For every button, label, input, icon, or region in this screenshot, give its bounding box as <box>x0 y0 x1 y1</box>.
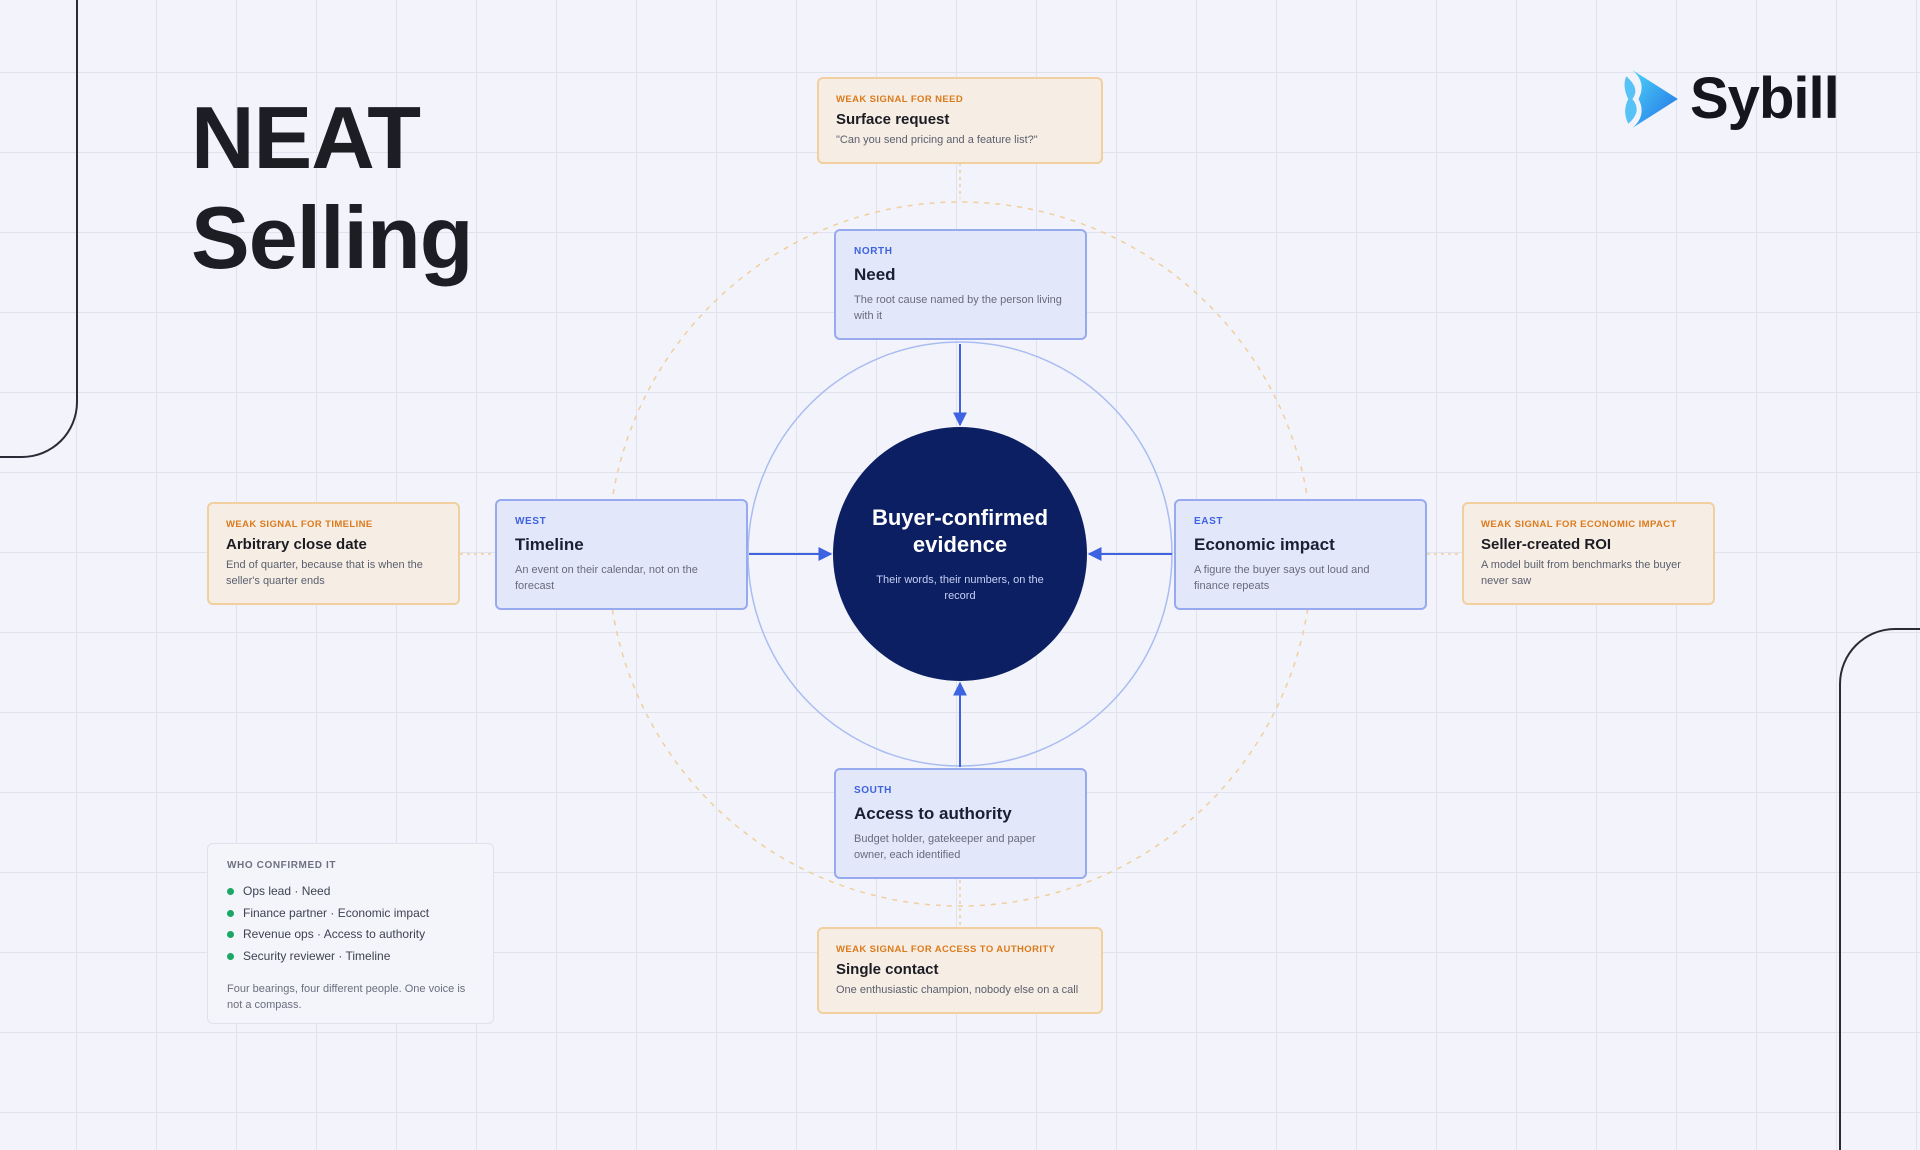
signal-description: A model built from benchmarks the buyer … <box>1481 559 1681 587</box>
node-title: Access to authority <box>854 804 1012 823</box>
node-eyebrow: NORTH <box>854 246 893 257</box>
signal-title: Single contact <box>836 961 939 978</box>
node-description: Budget holder, gatekeeper and paper owne… <box>854 833 1036 861</box>
center-buyer-evidence: Buyer-confirmed evidence Their words, th… <box>833 427 1087 681</box>
brand-logo: Sybill <box>1620 66 1840 131</box>
node-eyebrow: SOUTH <box>854 785 892 796</box>
node-south-access-to-authority: SOUTH Access to authority Budget holder,… <box>834 768 1087 879</box>
signal-description: One enthusiastic champion, nobody else o… <box>836 984 1079 996</box>
node-east-economic-impact: EAST Economic impact A figure the buyer … <box>1174 499 1427 610</box>
corner-frame-bottom-right <box>1839 628 1920 1150</box>
list-item: Revenue ops · Access to authority <box>227 924 474 946</box>
list-item: Security reviewer · Timeline <box>227 946 474 968</box>
signal-eyebrow: WEAK SIGNAL FOR NEED <box>836 94 964 105</box>
center-title: Buyer-confirmed evidence <box>871 505 1049 557</box>
center-subtitle: Their words, their numbers, on the recor… <box>876 574 1044 602</box>
list-item-label: Revenue ops · Access to authority <box>243 927 426 941</box>
who-confirmed-panel: WHO CONFIRMED IT Ops lead · Need Finance… <box>207 843 494 1024</box>
list-item: Ops lead · Need <box>227 881 474 903</box>
weak-signal-timeline-card: WEAK SIGNAL FOR TIMELINE Arbitrary close… <box>207 502 460 605</box>
list-item-label: Finance partner · Economic impact <box>243 905 430 920</box>
confirmed-list: Ops lead · Need Finance partner · Econom… <box>227 881 474 967</box>
signal-description: End of quarter, because that is when the… <box>226 559 423 587</box>
brand-name: Sybill <box>1690 66 1840 131</box>
confirmed-footnote: Four bearings, four different people. On… <box>227 983 466 1011</box>
weak-signal-authority-card: WEAK SIGNAL FOR ACCESS TO AUTHORITY Sing… <box>817 927 1103 1014</box>
title-line-2: Selling <box>191 188 473 287</box>
list-item-label: Ops lead · Need <box>243 884 331 898</box>
node-description: A figure the buyer says out loud and fin… <box>1194 564 1370 592</box>
title-line-1: NEAT <box>191 88 421 187</box>
signal-title: Seller-created ROI <box>1481 536 1612 553</box>
status-dot-icon <box>227 888 234 896</box>
node-eyebrow: EAST <box>1194 516 1224 527</box>
node-eyebrow: WEST <box>515 516 547 527</box>
signal-eyebrow: WEAK SIGNAL FOR TIMELINE <box>226 519 373 530</box>
weak-signal-need-card: WEAK SIGNAL FOR NEED Surface request "Ca… <box>817 77 1103 164</box>
node-description: The root cause named by the person livin… <box>854 294 1062 322</box>
node-description: An event on their calendar, not on the f… <box>515 564 698 592</box>
page-title: NEAT Selling <box>191 88 473 288</box>
signal-title: Arbitrary close date <box>226 536 367 553</box>
node-north-need: NORTH Need The root cause named by the p… <box>834 229 1087 340</box>
status-dot-icon <box>227 931 234 939</box>
status-dot-icon <box>227 909 234 917</box>
weak-signal-economic-card: WEAK SIGNAL FOR ECONOMIC IMPACT Seller-c… <box>1462 502 1715 605</box>
signal-title: Surface request <box>836 111 950 128</box>
list-item: Finance partner · Economic impact <box>227 903 474 925</box>
signal-description: "Can you send pricing and a feature list… <box>836 134 1038 146</box>
node-title: Economic impact <box>1194 535 1335 554</box>
status-dot-icon <box>227 952 234 960</box>
sybill-logo-icon <box>1624 70 1678 128</box>
node-title: Need <box>854 265 896 284</box>
signal-eyebrow: WEAK SIGNAL FOR ECONOMIC IMPACT <box>1481 519 1677 530</box>
list-item-label: Security reviewer · Timeline <box>243 948 391 963</box>
node-title: Timeline <box>515 535 584 554</box>
node-west-timeline: WEST Timeline An event on their calendar… <box>495 499 748 610</box>
signal-eyebrow: WEAK SIGNAL FOR ACCESS TO AUTHORITY <box>836 944 1056 955</box>
who-confirmed-heading: WHO CONFIRMED IT <box>227 860 337 871</box>
